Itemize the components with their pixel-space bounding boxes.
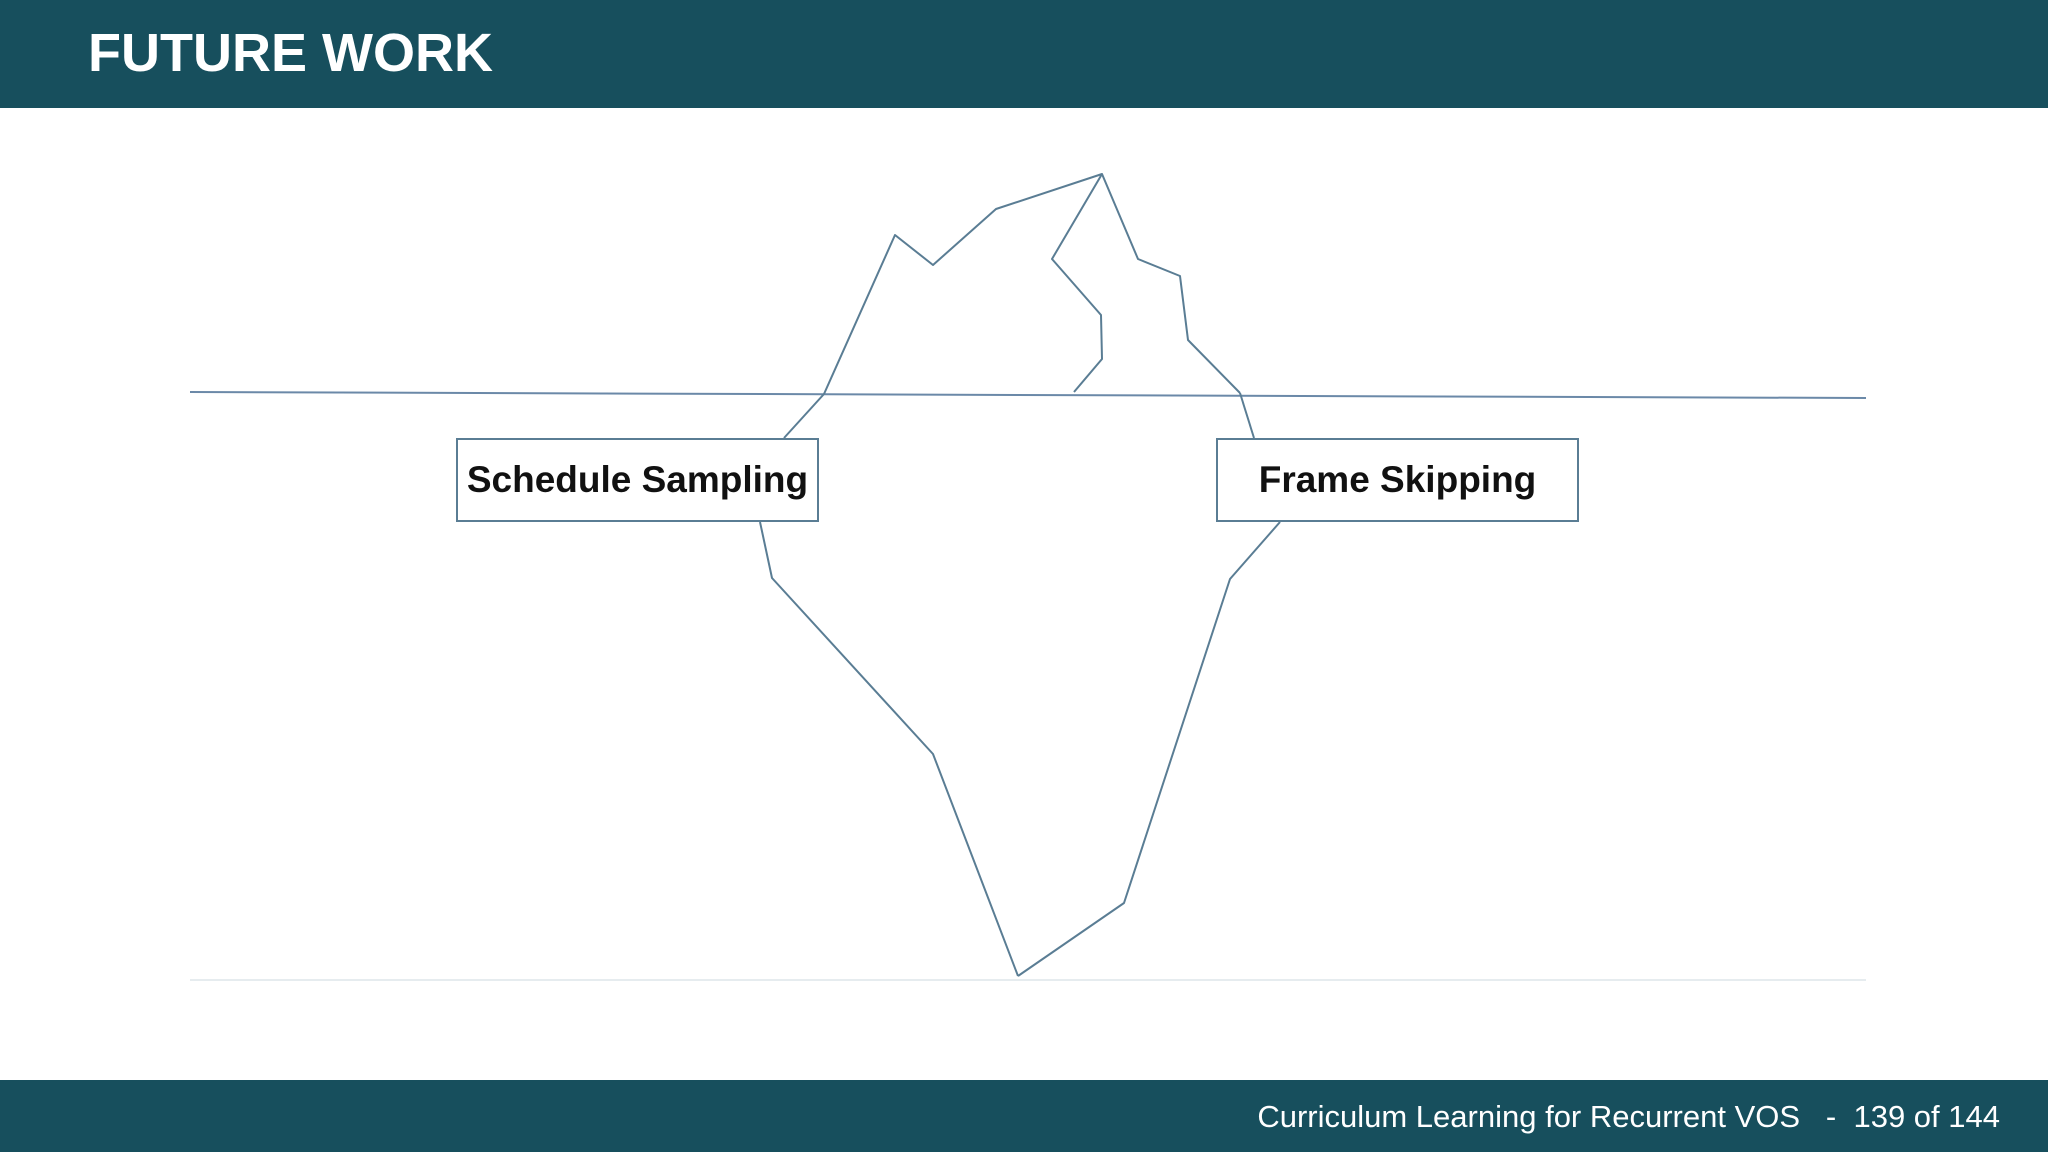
iceberg-underwater-right-outline xyxy=(1239,392,1255,439)
slide-title: FUTURE WORK xyxy=(88,23,493,83)
iceberg-underwater-left-outline xyxy=(783,393,825,439)
footer-separator: - xyxy=(1825,1099,1837,1134)
footer-deck-title: Curriculum Learning for Recurrent VOS xyxy=(1257,1099,1801,1134)
footer-caption: Curriculum Learning for Recurrent VOS - … xyxy=(1257,1098,2000,1136)
iceberg-underwater-left-lower-outline xyxy=(759,521,1019,977)
iceberg-tip-outline xyxy=(823,173,1241,395)
page-indicator: 139 of 144 xyxy=(1853,1099,2000,1134)
water-line xyxy=(189,391,1867,399)
iceberg-underwater-right-lower-outline xyxy=(1017,521,1281,977)
label-frame-skipping: Frame Skipping xyxy=(1216,438,1579,522)
footer-bar: Curriculum Learning for Recurrent VOS - … xyxy=(0,1080,2048,1152)
label-schedule-sampling: Schedule Sampling xyxy=(456,438,819,522)
header-bar: FUTURE WORK xyxy=(0,0,2048,108)
iceberg-crack-outline xyxy=(1051,173,1103,393)
